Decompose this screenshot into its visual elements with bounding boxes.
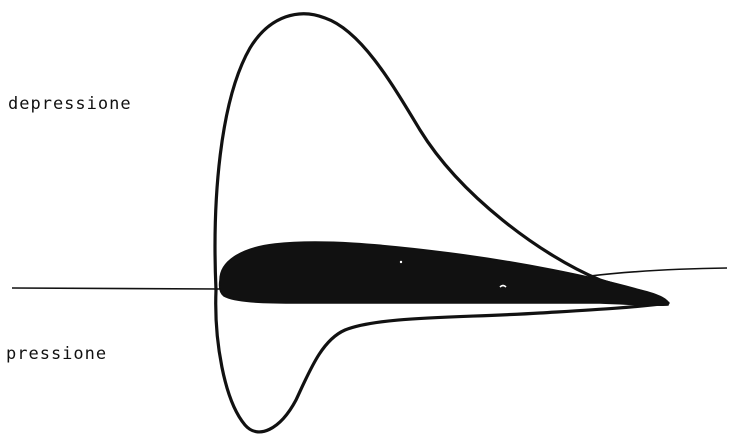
freestream-line-left	[12, 288, 220, 289]
pressure-envelope-curve	[216, 290, 668, 432]
label-pressione: pressione	[6, 344, 107, 364]
airfoil-profile	[219, 242, 668, 305]
label-depressione: depressione	[8, 94, 132, 114]
profile-highlight-dot	[400, 261, 402, 263]
freestream-line-right	[590, 268, 727, 276]
